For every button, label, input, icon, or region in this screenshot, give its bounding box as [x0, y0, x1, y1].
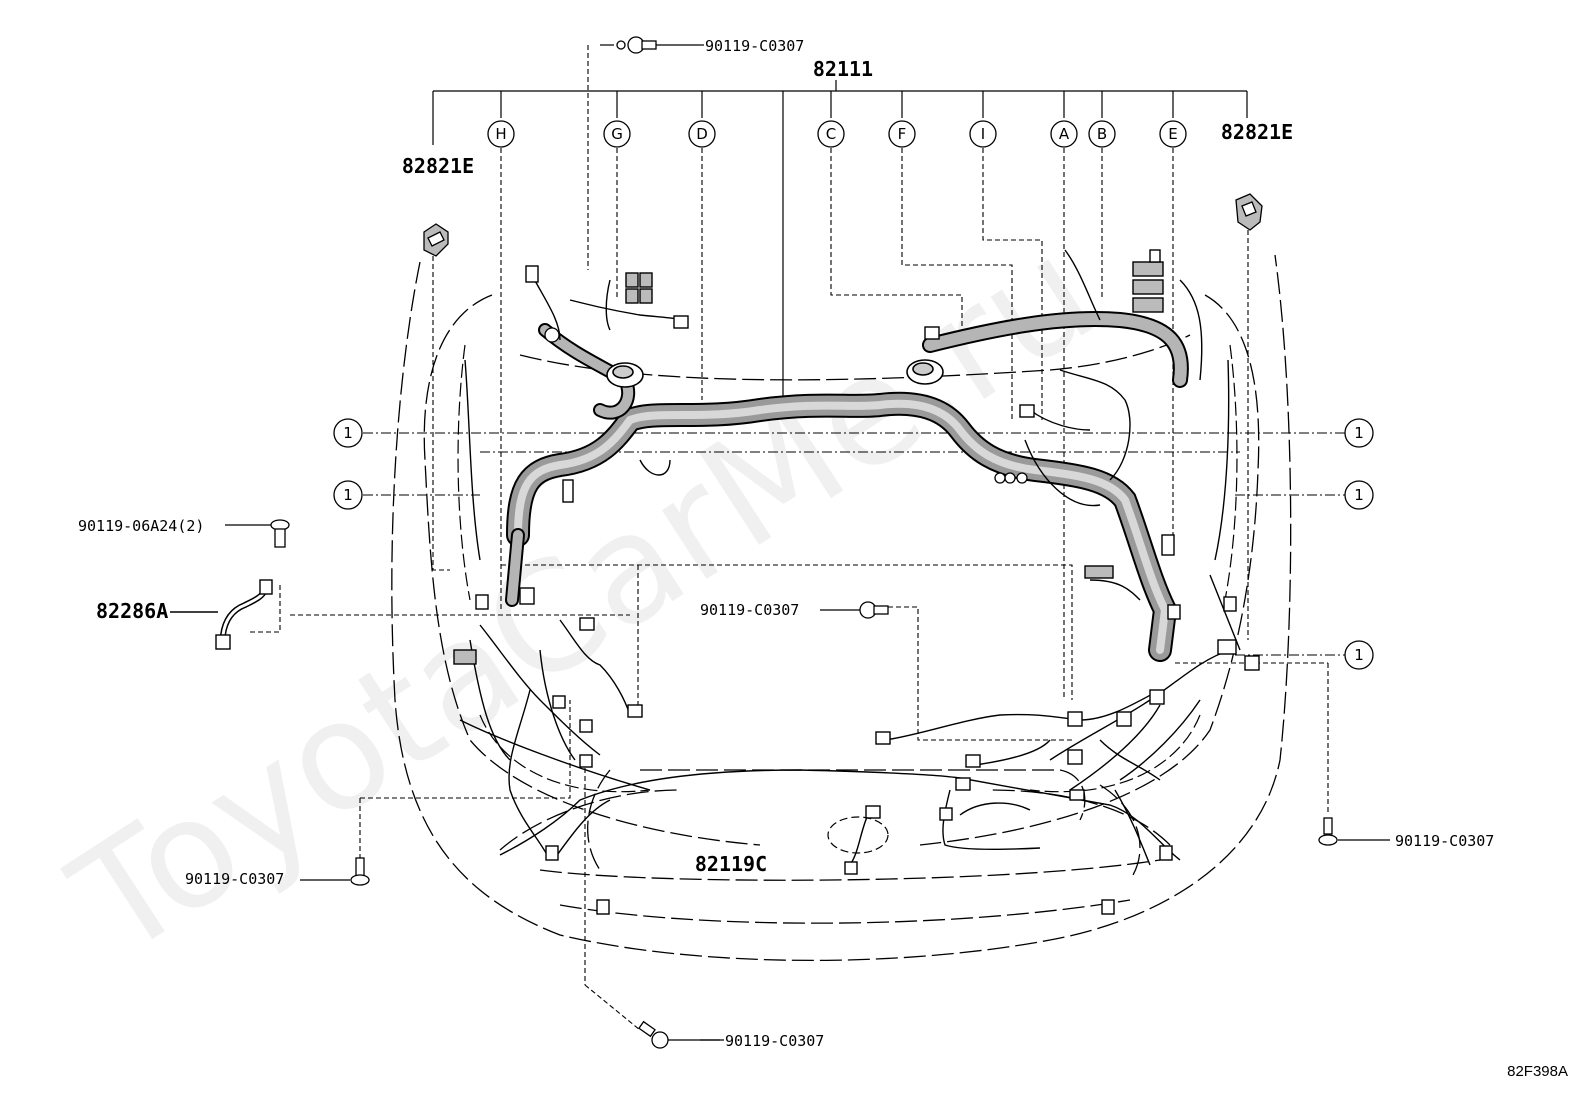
clip-part-left	[423, 223, 449, 257]
bolt-label-bottom-left: 90119-C0307	[185, 870, 284, 888]
bolt-label-center: 90119-C0307	[700, 601, 799, 619]
ref-leaders	[363, 432, 1345, 656]
bolt-bottom	[638, 1020, 720, 1049]
callout-leaders	[250, 45, 1329, 1031]
callout-b: B	[1097, 125, 1107, 143]
detail-oval	[827, 816, 889, 854]
bolt-label-06a24: 90119-06A24(2)	[78, 517, 204, 535]
part-label-82111: 82111	[813, 57, 873, 81]
bolt-label-top: 90119-C0307	[705, 37, 804, 55]
bolt-bottom-left	[300, 857, 370, 886]
bolt-right	[1318, 817, 1390, 846]
ref-marker-left-lower: 1	[343, 486, 353, 504]
ref-marker-right-lower: 1	[1354, 486, 1364, 504]
bolt-center	[820, 601, 889, 619]
callout-circles	[333, 120, 1374, 670]
bolt-label-right: 90119-C0307	[1395, 832, 1494, 850]
bolt-left-06a24	[225, 519, 290, 548]
fender-shapes	[457, 344, 1238, 793]
callout-f: F	[898, 125, 907, 143]
callout-c: C	[826, 125, 836, 143]
grommets	[606, 359, 944, 388]
callout-g: G	[611, 125, 623, 143]
callout-d: D	[696, 125, 708, 143]
harness-82286a	[170, 579, 273, 650]
ref-marker-right-bottom: 1	[1354, 646, 1364, 664]
solid-leaders	[600, 44, 724, 1041]
callout-e: E	[1168, 125, 1177, 143]
ref-marker-left-upper: 1	[343, 424, 353, 442]
ref-marker-right-upper: 1	[1354, 424, 1364, 442]
harness-ring-markers	[544, 327, 1028, 484]
bolt-label-bottom: 90119-C0307	[725, 1032, 824, 1050]
callout-h: H	[495, 125, 506, 143]
callout-a: A	[1059, 125, 1070, 143]
part-label-82821e-left: 82821E	[402, 154, 474, 178]
connectors	[453, 249, 1260, 915]
part-label-82119c: 82119C	[695, 852, 767, 876]
part-label-82821e-right: 82821E	[1221, 120, 1293, 144]
top-leader-bracket	[432, 80, 1248, 400]
part-label-82286a: 82286A	[96, 599, 168, 623]
bolt-top	[616, 36, 700, 54]
callout-i: I	[981, 125, 985, 143]
clip-part-right	[1235, 193, 1263, 231]
diagram-code: 82F398A	[1507, 1063, 1568, 1080]
